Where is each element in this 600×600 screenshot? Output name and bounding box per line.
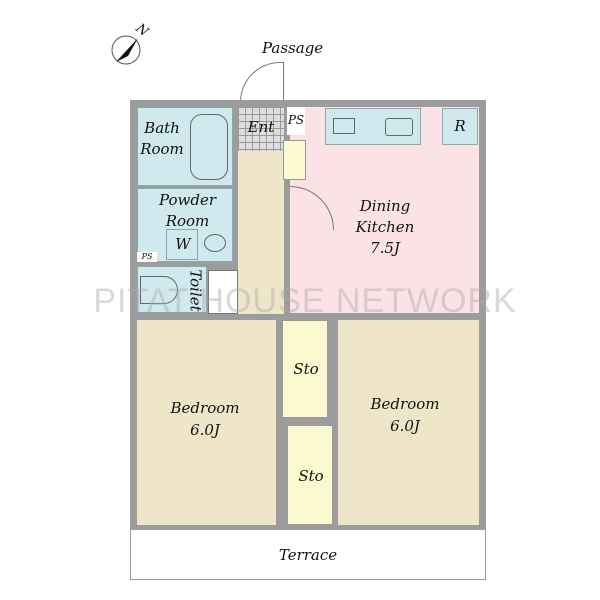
dk-size: 7.5J [370,239,400,257]
terrace[interactable] [130,530,486,580]
closet [283,140,306,180]
watermark: PITAT HOUSE NETWORK [93,282,517,320]
entrance-door [240,62,284,102]
bedroom-right-size: 6.0J [390,417,420,435]
terrace-label: Terrace [278,546,338,564]
bedroom-right[interactable] [338,320,479,525]
bedroom-left[interactable] [137,320,276,525]
fridge-label: R [454,117,466,135]
bedroom-left-name: Bedroom [170,399,240,417]
bath-room-label: Bath Room [140,119,184,158]
bedroom-left-size: 6.0J [190,421,220,439]
kitchen-counter [325,108,421,145]
storage-2[interactable]: Sto [287,425,333,525]
washer-space: W [166,229,198,260]
toilet-door[interactable] [208,270,238,314]
pipe-space-top: PS [287,107,305,135]
compass: N [108,21,151,68]
washbasin-icon [204,234,226,252]
sink-icon [385,118,413,136]
north-arrow-icon [111,35,141,65]
ps-small-label: PS [141,252,153,261]
storage-2-label: Sto [298,467,324,485]
entrance [238,107,284,151]
bedroom-right-name: Bedroom [370,395,440,413]
bathtub-icon [190,114,228,180]
pipe-space-small: PS [137,252,157,262]
stove-icon [333,118,355,134]
powder-room-label: Powder Room [158,191,216,230]
ps-label: PS [287,113,305,127]
storage-1-label: Sto [293,360,319,378]
toilet-icon [140,276,178,304]
fridge-space [442,108,478,145]
storage-1[interactable]: Sto [282,320,328,418]
entrance-label: Ent [247,118,275,136]
washer-label: W [175,235,191,253]
passage-label: Passage [262,39,324,57]
hallway[interactable] [238,151,284,314]
dk-name: Dining Kitchen [355,197,415,236]
